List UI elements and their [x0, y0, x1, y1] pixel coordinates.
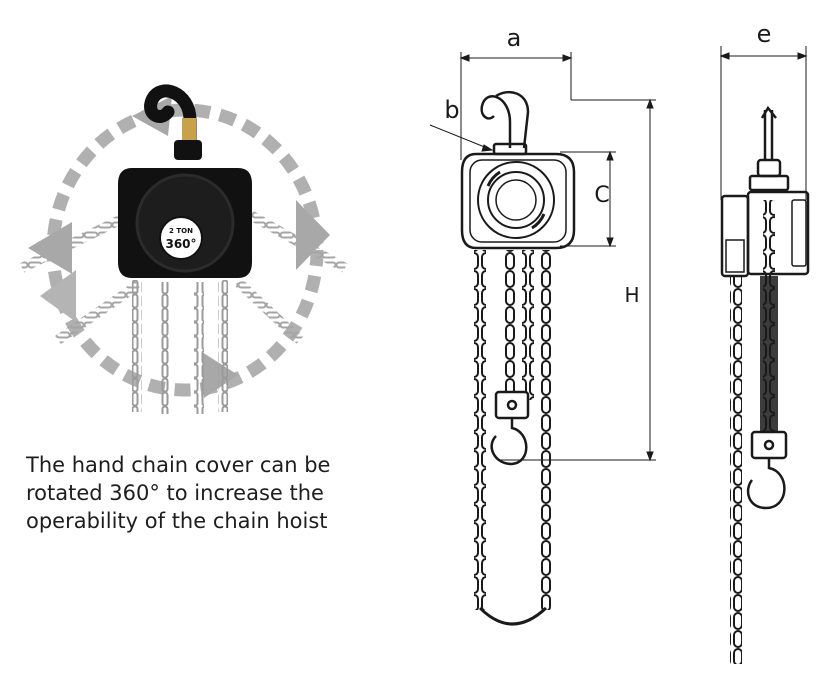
dimension-a	[459, 52, 573, 160]
front-view-drawing	[429, 52, 656, 626]
rotating-hoist-illustration: 2 TON 360°	[19, 84, 348, 414]
feature-caption: The hand chain cover can be rotated 360°…	[26, 451, 386, 535]
hanging-load-chains	[132, 280, 228, 414]
caption-line-1: The hand chain cover can be	[26, 453, 331, 477]
label-c: C	[594, 183, 609, 208]
front-bottom-hook	[490, 390, 530, 466]
label-e: e	[757, 20, 772, 48]
dimension-c	[560, 150, 616, 248]
badge-capacity-text: 2 TON	[169, 227, 193, 235]
side-bottom-hook	[746, 430, 788, 510]
side-top-hook	[748, 105, 790, 192]
dimension-e	[719, 46, 808, 200]
rotation-arrow-right	[296, 200, 330, 270]
front-chains	[474, 250, 553, 626]
caption-line-2: rotated 360° to increase the	[26, 481, 324, 505]
side-hand-chains	[19, 207, 348, 345]
top-hook	[144, 84, 202, 160]
front-housing	[460, 152, 576, 250]
badge-rotation-text: 360°	[165, 237, 196, 251]
rotation-arrow-left	[28, 222, 76, 322]
side-chains	[730, 200, 778, 664]
caption-line-3: operability of the chain hoist	[26, 509, 328, 533]
label-b: b	[444, 96, 459, 124]
side-view-drawing	[719, 46, 810, 664]
label-h: H	[624, 283, 639, 307]
front-top-hook	[480, 91, 530, 156]
dimension-b	[429, 124, 494, 152]
label-a: a	[507, 24, 522, 52]
capacity-badge: 2 TON 360°	[159, 216, 203, 260]
dimension-h	[500, 98, 656, 462]
